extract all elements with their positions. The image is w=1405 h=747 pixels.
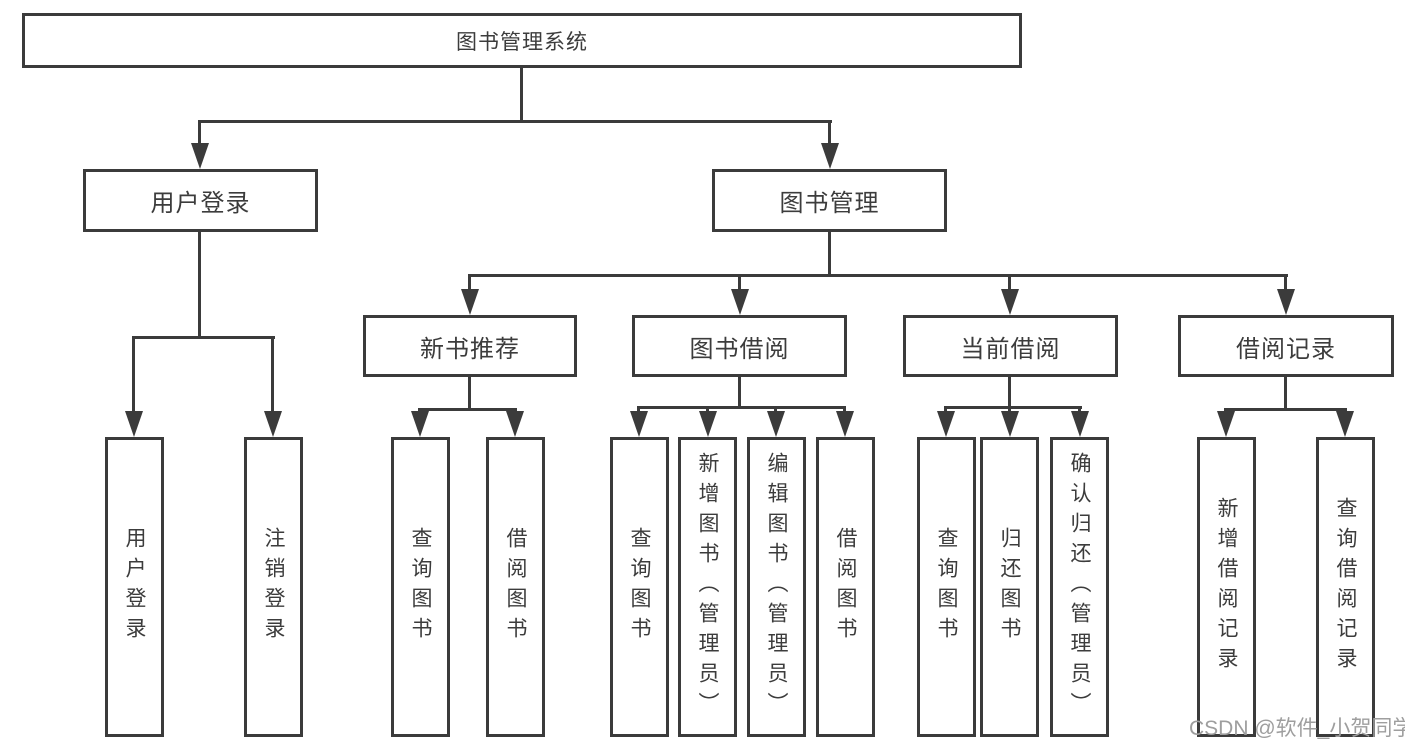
arrow-down-icon [836,411,854,437]
arrow-down-icon [411,411,429,437]
connector-line [1224,408,1347,411]
leaf-borrow-books-borrowing: 借阅图书 [816,437,875,737]
leaf-add-book-admin: 新增图书（管理员） [678,437,737,737]
connector-line [944,406,947,413]
connector-line [198,232,201,336]
arrow-down-icon [461,289,479,315]
arrow-down-icon [1336,411,1354,437]
connector-line [1284,274,1287,291]
node-borrowing-records: 借阅记录 [1178,315,1394,377]
node-user-login: 用户登录 [83,169,318,232]
connector-line [468,377,471,408]
connector-line [468,274,1288,277]
arrow-down-icon [125,411,143,437]
connector-line [468,274,471,291]
arrow-down-icon [1001,411,1019,437]
leaf-user-login: 用户登录 [105,437,164,737]
arrow-down-icon [1001,289,1019,315]
connector-line [706,406,709,413]
leaf-confirm-return-admin: 确认归还（管理员） [1050,437,1109,737]
watermark: CSDN @软件_小贺同学 [1189,717,1405,740]
leaf-query-borrow-record: 查询借阅记录 [1316,437,1375,737]
arrow-down-icon [1071,411,1089,437]
connector-line [271,336,274,413]
connector-line [637,406,846,409]
connector-line [828,232,831,274]
connector-line [198,120,201,145]
arrow-down-icon [699,411,717,437]
leaf-query-books-current: 查询图书 [917,437,976,737]
arrow-down-icon [1217,411,1235,437]
connector-line [198,120,832,123]
connector-line [132,336,275,339]
connector-line [132,336,135,413]
node-library-management-system: 图书管理系统 [22,13,1022,68]
connector-line [843,406,846,413]
leaf-return-book: 归还图书 [980,437,1039,737]
node-current-borrowing: 当前借阅 [903,315,1118,377]
connector-line [1284,377,1287,408]
leaf-query-books-borrowing: 查询图书 [610,437,669,737]
arrow-down-icon [264,411,282,437]
arrow-down-icon [630,411,648,437]
connector-line [774,406,777,413]
connector-line [418,408,517,411]
connector-line [637,406,640,413]
connector-line [1078,406,1081,413]
connector-line [944,406,1082,409]
arrow-down-icon [767,411,785,437]
node-new-book-recommendation: 新书推荐 [363,315,577,377]
connector-line [1008,274,1011,291]
node-book-management: 图书管理 [712,169,947,232]
connector-line [828,120,831,145]
arrow-down-icon [731,289,749,315]
connector-line [738,377,741,406]
connector-line [738,274,741,291]
leaf-logout: 注销登录 [244,437,303,737]
leaf-edit-book-admin: 编辑图书（管理员） [747,437,806,737]
arrow-down-icon [821,143,839,169]
leaf-borrow-books-recommend: 借阅图书 [486,437,545,737]
arrow-down-icon [506,411,524,437]
connector-line [520,68,523,120]
arrow-down-icon [191,143,209,169]
connector-line [1008,377,1011,406]
arrow-down-icon [1277,289,1295,315]
node-book-borrowing: 图书借阅 [632,315,847,377]
arrow-down-icon [937,411,955,437]
connector-line [1008,406,1011,413]
leaf-query-books-recommend: 查询图书 [391,437,450,737]
leaf-add-borrow-record: 新增借阅记录 [1197,437,1256,737]
